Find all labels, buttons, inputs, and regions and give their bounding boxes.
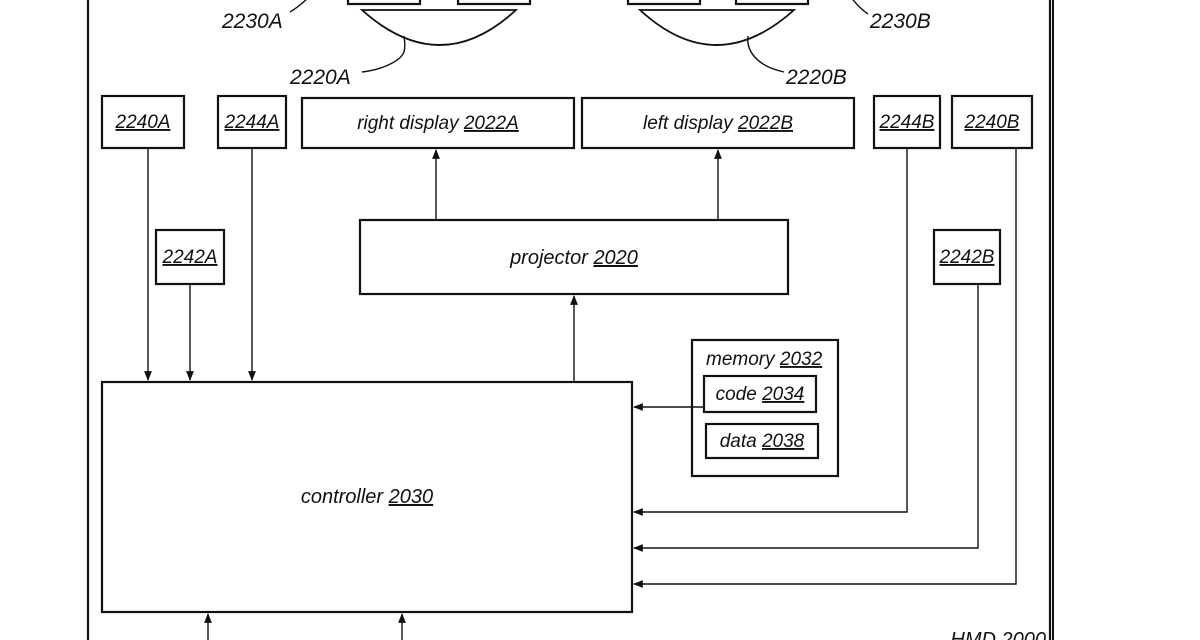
box-2244a: 2244A xyxy=(216,94,288,150)
controller-name: controller xyxy=(301,486,385,508)
lens-2220a xyxy=(359,9,519,46)
hmd-frame xyxy=(86,0,1054,640)
left-display-ref: 2022B xyxy=(737,113,793,134)
memory-name: memory xyxy=(706,349,776,370)
box-2242a: 2242A xyxy=(154,228,226,286)
box-2242a-label: 2242A xyxy=(162,247,218,268)
top-partial-boxes xyxy=(346,0,810,6)
code-box: code 2034 xyxy=(702,374,818,414)
projector-box: projector 2020 xyxy=(358,218,790,296)
memory-label: memory 2032 xyxy=(706,349,823,370)
right-display-name: right display xyxy=(357,113,460,134)
code-label: code 2034 xyxy=(716,384,805,405)
box-2244b: 2244B xyxy=(872,94,942,150)
box-2240a-label: 2240A xyxy=(115,112,171,133)
projector-name: projector xyxy=(509,247,589,269)
box-2242b-label: 2242B xyxy=(939,247,995,268)
box-2244a-label: 2244A xyxy=(224,112,280,133)
label-2230a: 2230A xyxy=(221,10,283,33)
left-display-box: left display 2022B xyxy=(580,96,856,150)
box-2242b: 2242B xyxy=(932,228,1002,286)
connection-arrows xyxy=(144,148,1017,640)
projector-label: projector 2020 xyxy=(509,247,638,269)
controller-label: controller 2030 xyxy=(301,486,433,508)
leader-lines xyxy=(289,0,869,73)
label-2230b: 2230B xyxy=(869,10,931,33)
lens-2220b xyxy=(637,9,797,46)
data-box: data 2038 xyxy=(704,422,820,460)
data-name: data xyxy=(720,431,757,452)
label-2220b: 2220B xyxy=(785,66,847,89)
left-display-label: left display 2022B xyxy=(643,113,793,134)
controller-box: controller 2030 xyxy=(100,380,634,614)
hmd-label: HMD 2000 xyxy=(950,629,1046,640)
controller-ref: 2030 xyxy=(388,486,434,508)
right-display-box: right display 2022A xyxy=(300,96,576,150)
box-2240a: 2240A xyxy=(100,94,186,150)
right-display-label: right display 2022A xyxy=(357,113,519,134)
code-name: code xyxy=(716,384,757,405)
box-2244b-label: 2244B xyxy=(879,112,935,133)
data-ref: 2038 xyxy=(761,431,805,452)
data-label: data 2038 xyxy=(720,431,805,452)
label-2220a: 2220A xyxy=(289,66,351,89)
right-display-ref: 2022A xyxy=(463,113,519,134)
box-2240b-label: 2240B xyxy=(964,112,1020,133)
projector-ref: 2020 xyxy=(592,247,638,269)
memory-ref: 2032 xyxy=(779,349,823,370)
code-ref: 2034 xyxy=(761,384,804,405)
left-display-name: left display xyxy=(643,113,734,134)
box-2240b: 2240B xyxy=(950,94,1034,150)
